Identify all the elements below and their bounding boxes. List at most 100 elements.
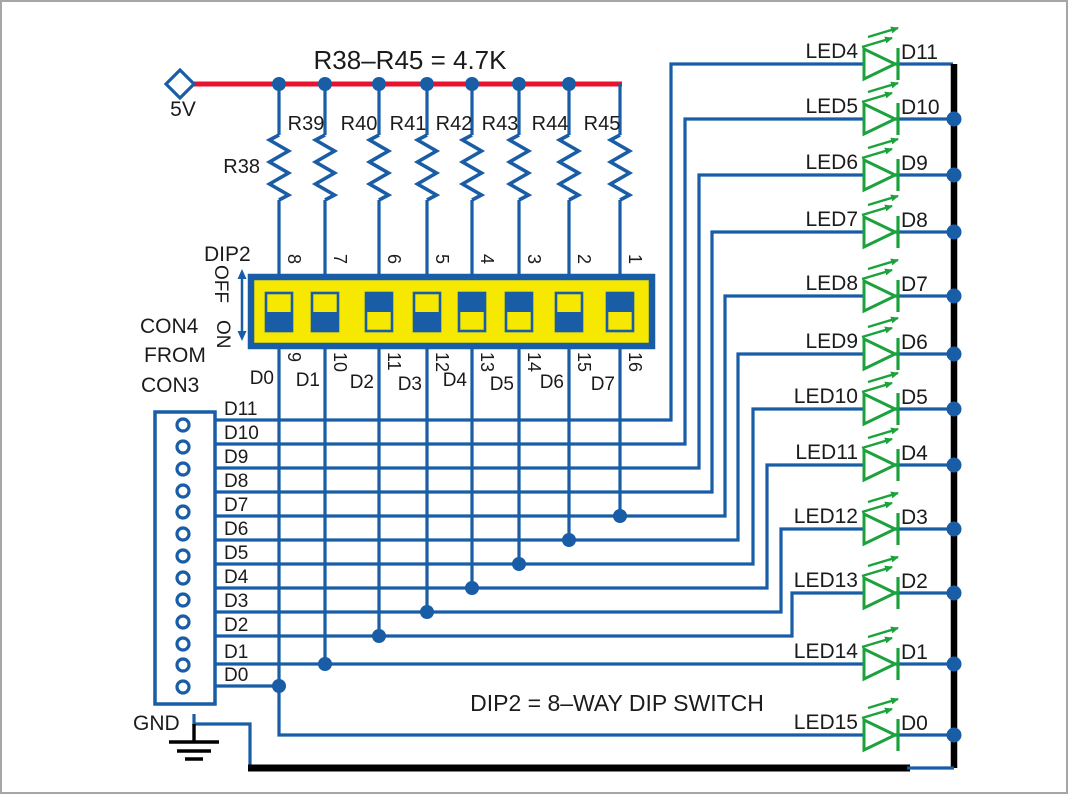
connector-label-3: CON3 xyxy=(141,374,199,397)
dip-toggle-6 xyxy=(504,291,534,333)
resistor-r45 xyxy=(608,133,632,202)
dip-on-label: ON xyxy=(212,320,233,349)
resistor-r44 xyxy=(557,133,581,202)
led-name: LED9 xyxy=(805,330,858,353)
pin-number-top: 6 xyxy=(384,254,404,264)
channel-label: D6 xyxy=(540,372,564,393)
led-name: LED13 xyxy=(794,569,858,592)
wire-d4 xyxy=(215,463,864,590)
junction-dots xyxy=(272,77,962,743)
resistor-network: R38 R39 R40 R41 R42 R43 R44 R45 xyxy=(223,84,632,278)
connector-pin xyxy=(175,657,191,673)
led-signal: D5 xyxy=(901,386,928,409)
pin-number-bottom: 16 xyxy=(625,352,645,372)
data-line-label: D9 xyxy=(224,447,248,468)
pin-number-bottom: 11 xyxy=(384,352,404,371)
wire-d6 xyxy=(215,352,864,542)
pin-number-top: 7 xyxy=(330,254,350,264)
resistor-label: R41 xyxy=(390,113,427,135)
wire-d9 xyxy=(215,173,864,470)
ground-label: GND xyxy=(133,712,180,735)
led-name: LED10 xyxy=(794,385,858,408)
led-name: LED5 xyxy=(805,95,858,118)
dip-switch-body xyxy=(247,273,656,350)
off-on-arrow-icon xyxy=(237,269,247,341)
resistor-label: R44 xyxy=(532,113,569,135)
led-signal: D2 xyxy=(901,570,928,593)
pin-number-top: 2 xyxy=(574,254,594,264)
led-signal: D1 xyxy=(901,641,928,664)
note-label: DIP2 = 8–WAY DIP SWITCH xyxy=(470,690,764,716)
dip-toggle-8 xyxy=(605,291,635,333)
dip-off-label: OFF xyxy=(210,265,231,303)
channel-label: D5 xyxy=(490,374,514,395)
dip-toggle-7 xyxy=(554,291,584,333)
wire-d2 xyxy=(215,591,864,638)
connector-pin xyxy=(175,548,191,564)
led-signal: D10 xyxy=(901,96,940,119)
channel-label: D4 xyxy=(443,370,468,391)
data-line-label: D3 xyxy=(224,591,248,612)
pin-number-top: 8 xyxy=(284,254,304,264)
led-signal: D0 xyxy=(901,712,928,735)
connector-pin xyxy=(175,439,191,455)
resistor-label: R40 xyxy=(341,113,378,135)
resistor-label: R45 xyxy=(584,113,621,135)
resistor-label: R39 xyxy=(288,113,325,135)
led-signal: D9 xyxy=(901,152,928,175)
connector-body xyxy=(153,410,217,706)
led-name: LED12 xyxy=(794,505,858,528)
led-signal: D6 xyxy=(901,331,928,354)
pin-number-bottom: 10 xyxy=(330,352,350,372)
connector-label-2: FROM xyxy=(144,344,206,367)
dip-toggle-5 xyxy=(457,291,487,333)
led-name: LED6 xyxy=(805,151,858,174)
led-name: LED4 xyxy=(805,40,858,63)
pin-number-top: 1 xyxy=(625,254,645,264)
channel-label: D2 xyxy=(350,372,374,393)
data-line-label: D6 xyxy=(224,519,248,540)
led-name: LED7 xyxy=(805,208,858,231)
connector-pin xyxy=(175,526,191,542)
data-line-label: D4 xyxy=(224,567,249,588)
led-signal: D11 xyxy=(901,41,938,64)
resistor-label: R43 xyxy=(482,113,519,135)
data-line-label: D0 xyxy=(224,665,248,686)
data-wires xyxy=(192,62,864,768)
connector-pin xyxy=(175,504,191,520)
led-name: LED14 xyxy=(794,640,859,663)
led-signal: D4 xyxy=(901,442,928,465)
channel-label: D0 xyxy=(250,368,274,389)
led-name: LED11 xyxy=(795,441,858,464)
resistor-r41 xyxy=(415,133,439,202)
pin-number-bottom: 12 xyxy=(432,352,452,372)
dip-toggle-1 xyxy=(264,291,294,333)
led-name: LED8 xyxy=(805,272,858,295)
led-name: LED15 xyxy=(794,711,858,734)
title-label: R38–R45 = 4.7K xyxy=(314,45,508,75)
data-line-label: D2 xyxy=(224,615,248,636)
data-line-label: D8 xyxy=(224,471,248,492)
connector-pin xyxy=(175,636,191,652)
connector-pin xyxy=(175,483,191,499)
channel-label: D7 xyxy=(591,374,615,395)
resistor-r39 xyxy=(313,133,337,202)
pin-number-bottom: 13 xyxy=(477,352,497,372)
resistor-r43 xyxy=(507,133,531,202)
resistor-r38 xyxy=(267,133,291,202)
wire-d5 xyxy=(215,407,864,566)
wire-gnd xyxy=(192,714,252,768)
ground-symbol: GND xyxy=(133,712,219,761)
data-line-label: D11 xyxy=(224,399,257,420)
pin-number-bottom: 9 xyxy=(284,352,304,362)
power-terminal-icon xyxy=(163,67,197,101)
data-line-label: D10 xyxy=(224,423,259,444)
pin-number-bottom: 15 xyxy=(574,352,594,372)
dip-toggle-4 xyxy=(412,291,442,333)
power-rail: 5V xyxy=(163,67,622,121)
dip-toggle-2 xyxy=(310,291,340,333)
earth-icon xyxy=(169,724,219,761)
power-label: 5V xyxy=(170,98,196,121)
wire-d11 xyxy=(215,62,864,422)
